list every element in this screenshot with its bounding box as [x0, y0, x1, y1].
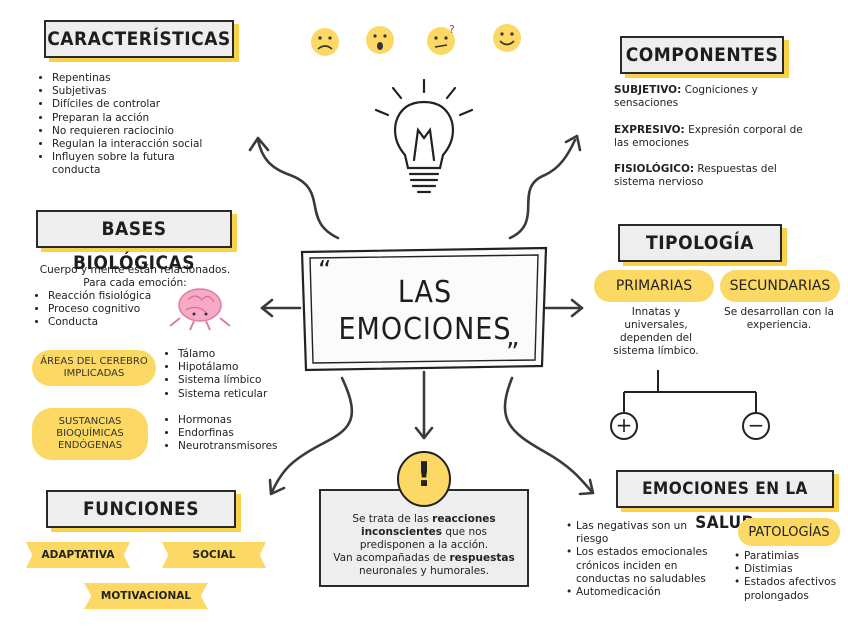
list-item: Preparan la acción [52, 112, 252, 125]
happy-face-icon [493, 24, 521, 52]
sad-face-icon [311, 28, 339, 56]
list-item: Hipotálamo [178, 361, 328, 374]
salud-list: •Las negativas son un riesgo •Los estado… [564, 520, 744, 599]
bases-title: BASES BIOLÓGICAS [36, 210, 232, 274]
exclamation-glyph: ! [416, 455, 432, 495]
list-item: Subjetivas [52, 85, 252, 98]
center-title-line1: LAS [397, 275, 453, 310]
center-frame [300, 246, 548, 372]
list-item: •Distimias [734, 563, 793, 576]
surprised-face-icon [366, 26, 394, 54]
list-item: No requieren raciocinio [52, 125, 252, 138]
list-item: Sistema reticular [178, 388, 328, 401]
plus-circle-icon [610, 412, 638, 440]
minus-sign: − [747, 413, 765, 437]
motivacional-ribbon: MOTIVACIONAL [84, 583, 208, 609]
areas-list: Tálamo Hipotálamo Sistema límbico Sistem… [162, 348, 328, 401]
list-item: conductas no saludables [576, 572, 706, 585]
list-item: •Paratimias [734, 550, 800, 562]
list-item: Tálamo [178, 348, 328, 361]
list-item: riesgo [576, 533, 609, 546]
componente-expresivo: EXPRESIVO: Expresión corporal de las emo… [614, 124, 803, 149]
list-item: Proceso cognitivo [48, 303, 218, 316]
list-item: •Los estados emocionales [566, 546, 708, 559]
social-ribbon: SOCIAL [162, 542, 266, 568]
caracteristicas-list: Repentinas Subjetivas Difíciles de contr… [36, 72, 252, 164]
center-title-line2: EMOCIONES [338, 312, 512, 347]
list-item: •Las negativas son un [566, 520, 687, 532]
list-item: •Estados afectivos [734, 576, 837, 589]
lightbulb-icon [374, 78, 474, 194]
brain-icon [169, 288, 231, 331]
list-item: •Automedicación [566, 586, 661, 599]
minus-circle-icon [742, 412, 770, 440]
componente-fisiologico: FISIOLÓGICO: Respuestas del sistema nerv… [614, 163, 777, 188]
funciones-title: FUNCIONES [46, 490, 236, 528]
list-item: Influyen sobre la futura [52, 151, 252, 164]
componentes-title: COMPONENTES [620, 36, 784, 74]
quote-close: ” [506, 338, 520, 368]
salud-title: EMOCIONES EN LA SALUD [616, 470, 834, 533]
patologias-list: •Paratimias •Distimias •Estados afectivo… [730, 550, 848, 603]
note-text: Se trata de las reacciones inconscientes… [333, 513, 515, 577]
list-item: Difíciles de controlar [52, 98, 252, 111]
adaptativa-ribbon: ADAPTATIVA [26, 542, 130, 568]
confused-face-icon: ? [427, 23, 455, 55]
primarias-pill: PRIMARIAS [594, 270, 714, 302]
bases-intro-1: Cuerpo y mente están relacionados. [39, 264, 231, 276]
plus-sign: + [615, 413, 633, 437]
bases-list: Reacción fisiológica Proceso cognitivo C… [32, 290, 218, 330]
arrows [248, 134, 595, 496]
svg-text:?: ? [449, 23, 455, 36]
list-item: Endorfinas [178, 427, 328, 440]
tipologia-title: TIPOLOGÍA [618, 224, 782, 262]
list-item: Repentinas [52, 72, 252, 85]
caracteristicas-title: CARACTERÍSTICAS [44, 20, 234, 58]
list-item: prolongados [744, 589, 809, 602]
exclamation-icon [397, 451, 451, 507]
list-item: Regulan la interacción social [52, 138, 252, 151]
caracteristicas-continuation: conducta [52, 164, 101, 176]
list-item: Sistema límbico [178, 374, 328, 387]
sustancias-list: Hormonas Endorfinas Neurotransmisores [162, 414, 328, 454]
list-item: Reacción fisiológica [48, 290, 218, 303]
secundarias-pill: SECUNDARIAS [720, 270, 840, 302]
tipologia-tree [610, 370, 770, 440]
list-item: crónicos inciden en [576, 559, 678, 572]
list-item: Neurotransmisores [178, 440, 328, 453]
bases-intro-2: Para cada emoción: [83, 277, 187, 289]
patologias-pill: PATOLOGÍAS [738, 518, 840, 546]
list-item: Conducta [48, 316, 218, 329]
componente-subjetivo: SUBJETIVO: Cogniciones y sensaciones [614, 84, 758, 109]
list-item: Hormonas [178, 414, 328, 427]
quote-open: “ [318, 256, 332, 286]
